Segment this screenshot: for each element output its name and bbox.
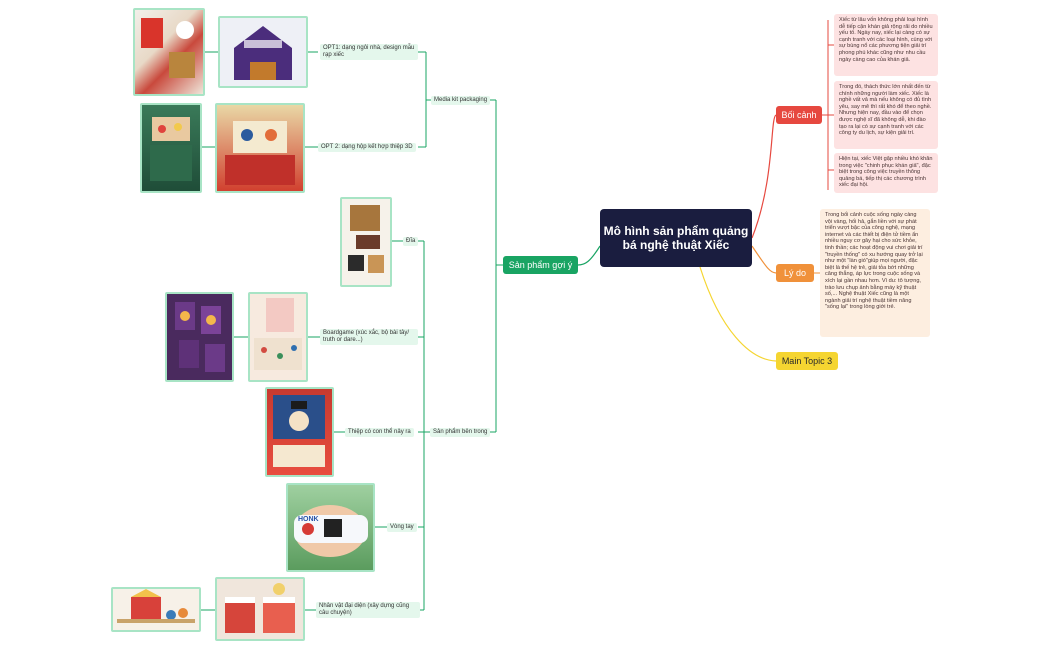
note-boi-canh-1: Xiếc từ lâu vốn không phải loại hình dễ … [834, 14, 938, 76]
topic-boi-canh[interactable]: Bối cảnh [776, 106, 822, 124]
popup-card-photo [265, 387, 334, 477]
subtopic-san-pham-ben-trong[interactable]: Sản phẩm bên trong [430, 428, 491, 437]
note-boi-canh-3: Hiện tại, xiếc Việt gặp nhiều khó khăn t… [834, 153, 938, 193]
circus-booth-photo [215, 577, 305, 641]
item-boardgame[interactable]: Boardgame (xúc xắc, bộ bài tây/ truth or… [320, 329, 418, 345]
dairy-milk-house-box-photo [218, 16, 308, 88]
topic-ly-do[interactable]: Lý do [776, 264, 814, 282]
circus-figures-photo [111, 587, 201, 632]
red-3d-card-box-photo [215, 103, 305, 193]
green-popup-box-photo [140, 103, 202, 193]
item-opt2[interactable]: OPT 2: dạng hộp kết hợp thiệp 3D [318, 143, 416, 152]
item-vong-tay[interactable]: Vòng tay [387, 523, 417, 532]
item-opt1[interactable]: OPT1: dạng ngôi nhà, design mẫu rạp xiếc [320, 44, 418, 60]
note-boi-canh-2: Trong đó, thách thức lớn nhất đến từ chí… [834, 81, 938, 149]
svg-text:HONK: HONK [298, 516, 319, 523]
topic-san-pham-goi-y[interactable]: Sản phẩm gợi ý [503, 256, 578, 274]
item-thiep[interactable]: Thiệp có con thể nảy ra [345, 428, 414, 437]
topic-main-3[interactable]: Main Topic 3 [776, 352, 838, 370]
note-ly-do: Trong bối cảnh cuộc sống ngày càng vội v… [820, 209, 930, 337]
board-game-photo [248, 292, 308, 382]
disc-packaging-photo [340, 197, 392, 287]
item-dia[interactable]: Đĩa [403, 237, 419, 246]
subtopic-media-kit[interactable]: Media kit packaging [431, 96, 491, 105]
circus-house-kit-photo [133, 8, 205, 96]
purple-card-deck-photo [165, 292, 234, 382]
item-nhan-vat[interactable]: Nhân vật đại diện (xây dựng cũng câu chu… [316, 602, 420, 618]
wristband-photo: HONK [286, 483, 375, 572]
central-topic[interactable]: Mô hình sản phẩm quảng bá nghệ thuật Xiế… [600, 209, 752, 267]
